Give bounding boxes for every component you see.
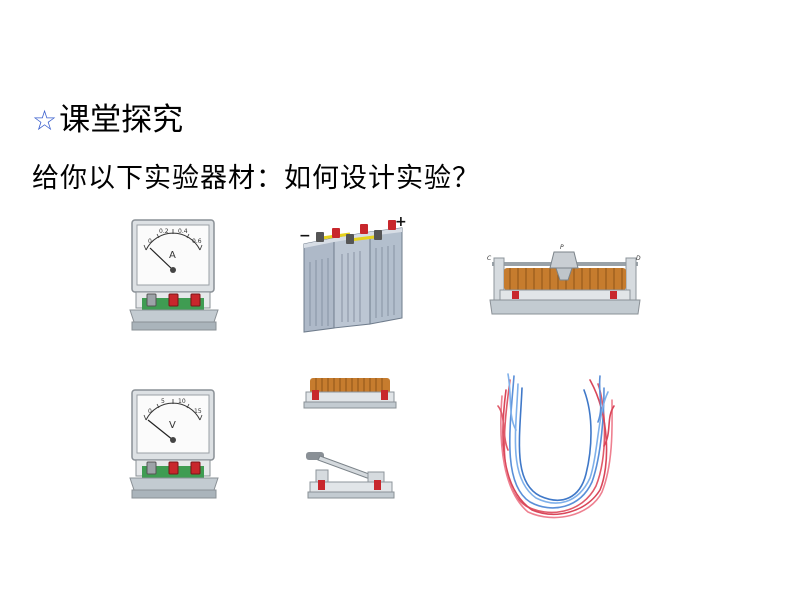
- voltmeter-scale-2: 10: [178, 398, 186, 405]
- battery-image: − +: [299, 214, 407, 333]
- rheostat-label-d: D: [636, 255, 641, 262]
- knife-switch-image: [306, 452, 395, 499]
- voltmeter-scale-0: 0: [148, 408, 152, 415]
- ammeter-scale-1: 0.2: [159, 228, 169, 235]
- voltmeter-scale-1: 5: [161, 398, 165, 405]
- ammeter-scale-3: 0.6: [192, 238, 202, 245]
- star-icon: ☆: [32, 104, 58, 137]
- resistor-image: [303, 378, 397, 409]
- slide-title: ☆课堂探究: [32, 94, 183, 139]
- ammeter-image: 0 0.2 0.4 0.6 A: [129, 219, 219, 331]
- voltmeter-scale-3: 15: [194, 408, 202, 415]
- slide-title-text: 课堂探究: [59, 102, 184, 138]
- slide-subtitle: 给你以下实验器材：如何设计实验？: [32, 163, 480, 194]
- wires-image: [497, 373, 615, 519]
- rheostat-label-c: C: [487, 255, 492, 262]
- ammeter-scale-0: 0: [148, 238, 152, 245]
- voltmeter-letter: V: [169, 420, 176, 431]
- ammeter-scale-2: 0.4: [178, 228, 188, 235]
- battery-minus: −: [299, 228, 311, 244]
- rheostat-label-p: P: [560, 244, 564, 251]
- voltmeter-image: 0 5 10 15 V: [129, 389, 219, 499]
- battery-plus: +: [395, 214, 407, 230]
- rheostat-image: C P D A B: [487, 244, 641, 315]
- ammeter-letter: A: [169, 250, 176, 261]
